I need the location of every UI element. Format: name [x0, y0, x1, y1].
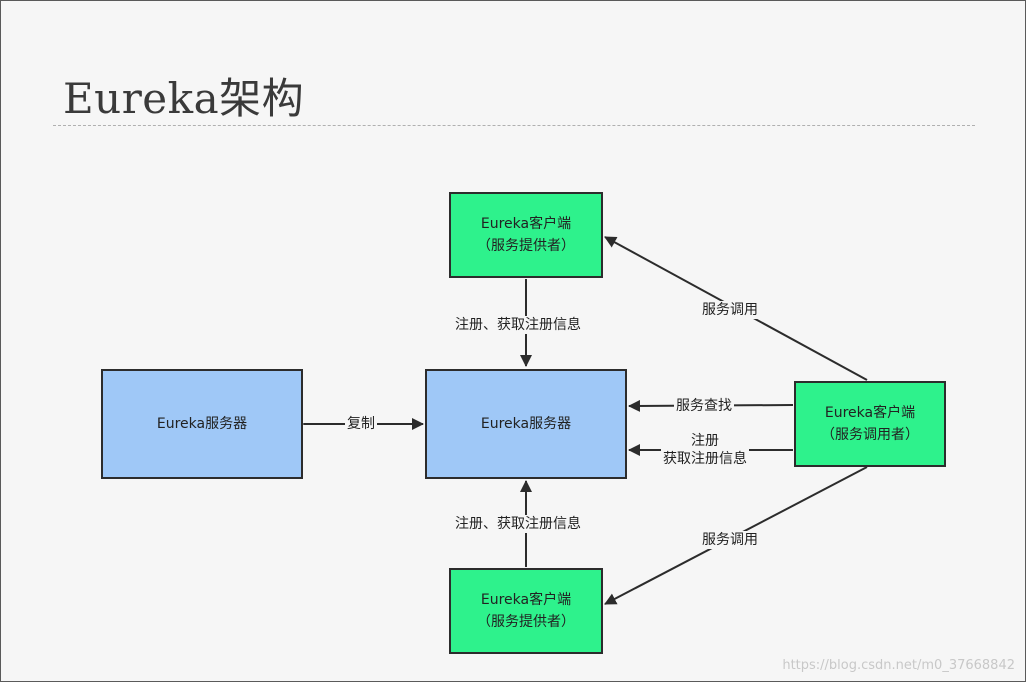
label-register-consumer-line1: 注册 — [691, 433, 719, 449]
eureka-server-center[interactable]: Eureka服务器 — [425, 369, 627, 479]
label-register-bottom: 注册、获取注册信息 — [453, 515, 583, 533]
label-register-consumer: 注册 获取注册信息 — [661, 432, 749, 468]
provider-bottom-line1: Eureka客户端 — [480, 592, 572, 608]
consumer-line1: Eureka客户端 — [824, 405, 916, 421]
eureka-client-provider-bottom[interactable]: Eureka客户端 （服务提供者） — [449, 568, 603, 654]
consumer-line2: （服务调用者） — [821, 427, 919, 443]
label-invoke-bottom: 服务调用 — [700, 531, 760, 549]
label-replicate: 复制 — [345, 415, 377, 433]
watermark: https://blog.csdn.net/m0_37668842 — [782, 658, 1015, 673]
eureka-client-provider-top[interactable]: Eureka客户端 （服务提供者） — [449, 192, 603, 278]
slide-title: Eureka架构 — [63, 74, 305, 123]
label-service-lookup: 服务查找 — [674, 397, 734, 415]
label-register-consumer-line2: 获取注册信息 — [663, 451, 747, 467]
label-register-top: 注册、获取注册信息 — [453, 316, 583, 334]
label-invoke-top: 服务调用 — [700, 301, 760, 319]
provider-top-line1: Eureka客户端 — [480, 216, 572, 232]
provider-bottom-line2: （服务提供者） — [477, 614, 575, 630]
eureka-server-center-label: Eureka服务器 — [480, 416, 572, 432]
title-divider — [53, 125, 975, 126]
eureka-server-left-label: Eureka服务器 — [156, 416, 248, 432]
eureka-client-consumer[interactable]: Eureka客户端 （服务调用者） — [794, 381, 946, 467]
provider-top-line2: （服务提供者） — [477, 238, 575, 254]
eureka-server-left[interactable]: Eureka服务器 — [101, 369, 303, 479]
